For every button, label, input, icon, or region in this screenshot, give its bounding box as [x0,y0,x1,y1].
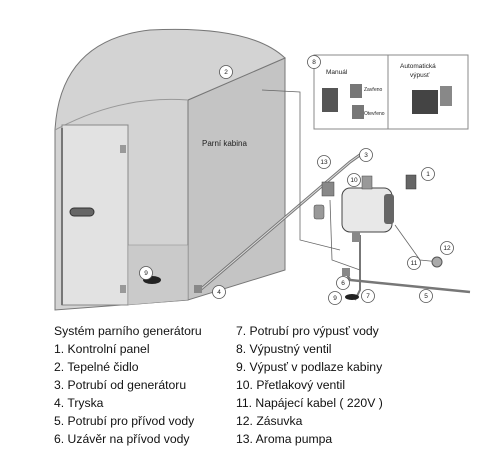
callout-number: 8 [312,59,316,66]
callout-circle [307,55,321,69]
socket [431,256,443,268]
legend-item: 1. Kontrolní panel [54,342,150,356]
aroma-pump [313,181,335,220]
callout-circle [361,289,375,303]
callout-circle [359,148,373,162]
legend-left-column: Systém parního generátoru 1. Kontrolní p… [54,322,202,448]
drain-outlet [345,294,359,300]
legend-item: 7. Potrubí pro výpusť vody [236,324,379,338]
cabin-floor [127,244,189,306]
cabin-label: Parní kabina [202,139,247,148]
inset-manual-title: Manuál [326,69,348,76]
legend-item: 2. Tepelné čidlo [54,360,139,374]
legend-heading: Systém parního generátoru [54,324,202,338]
legend-item: 3. Potrubí od generátoru [54,378,187,392]
callout-circle [419,289,433,303]
callout-number: 6 [341,280,345,287]
callout-number: 5 [424,293,428,300]
callout-circle [407,256,421,270]
legend: Systém parního generátoru 1. Kontrolní p… [0,322,480,451]
control-panel [405,174,417,190]
inset-auto-title-2: výpusť [410,72,430,79]
callout-number: 12 [443,245,451,252]
legend-right-column: 7. Potrubí pro výpusť vody 8. Výpustný v… [236,322,383,448]
legend-item: 11. Napájecí kabel ( 220V ) [236,396,383,410]
cabin-side-wall [187,57,286,301]
callout-circle [219,65,233,79]
callout-number: 9 [144,270,148,277]
legend-item: 13. Aroma pumpa [236,432,333,446]
door-hinge [120,145,126,153]
legend-item: 8. Výpustný ventil [236,342,332,356]
power-cable [394,224,441,263]
steam-system-diagram: Parní kabina Manuál Zavřeno Otevřeno Aut… [54,28,471,311]
callout-circle [317,155,331,169]
steam-generator [341,175,394,242]
door-hinge [120,285,126,293]
legend-item: 9. Výpusť v podlaze kabiny [236,360,383,374]
callout-number: 11 [411,260,418,267]
callout-number: 2 [224,69,228,76]
legend-item: 4. Tryska [54,396,104,410]
legend-item: 12. Zásuvka [236,414,303,428]
callout-circle [328,291,342,305]
inset-manual-closed: Otevřeno [364,111,385,117]
steam-nozzle [194,285,202,293]
callout-circle [212,285,226,299]
door-handle [69,207,95,217]
legend-item: 6. Uzávěr na přívod vody [54,432,190,446]
inset-manual-open: Zavřeno [364,87,383,93]
inset-auto-title-1: Automatická [400,63,436,70]
callout-circle [336,276,350,290]
callout-circle [421,167,435,181]
callout-number: 13 [320,159,328,166]
callout-number: 4 [217,289,221,296]
water-supply-pipe [343,269,471,294]
callout-circle [440,241,454,255]
cabin-roof-arc [54,98,189,131]
water-valve [342,268,350,276]
valve-inset [313,54,469,130]
callout-circle [347,173,361,187]
callout-number: 7 [366,293,370,300]
callout-number: 3 [364,152,368,159]
drain-pipe [354,235,361,301]
callout-number: 1 [426,171,430,178]
callout-number: 10 [350,177,358,184]
sensor-cable [261,89,341,251]
callout-circle [139,266,153,280]
legend-item: 5. Potrubí pro přívod vody [54,414,195,428]
legend-item: 10. Přetlakový ventil [236,378,346,392]
callout-number: 9 [333,295,337,302]
